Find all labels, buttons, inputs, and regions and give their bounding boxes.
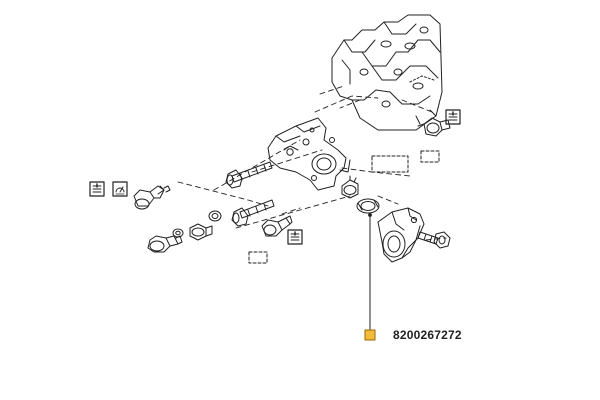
coolant-housing-flange <box>267 117 351 191</box>
part-highlight-marker[interactable] <box>364 329 376 341</box>
engine-block <box>331 14 443 131</box>
bolt-lower <box>231 199 275 227</box>
sealing-washer-medium <box>208 210 222 222</box>
thermostat-cap <box>341 175 359 199</box>
gauge-sensor-icon <box>112 181 128 197</box>
bolt-upper <box>225 161 273 189</box>
callout-box-right <box>371 155 409 173</box>
leader-line <box>368 213 372 331</box>
part-number-label: 8200267272 <box>393 328 462 342</box>
coolant-sensor-upper <box>417 117 451 137</box>
sealing-washer-small <box>172 228 184 238</box>
water-outlet-housing <box>377 207 425 263</box>
drain-plug-large <box>147 235 183 253</box>
coolant-temperature-sensor <box>261 215 293 237</box>
coolant-sensor-icon <box>89 181 105 197</box>
bolt-right <box>417 231 451 249</box>
temperature-sensor-icon <box>445 109 461 125</box>
temperature-sensor-icon <box>287 229 303 245</box>
drain-plug-small <box>189 223 213 241</box>
thermostat-seal-ring <box>356 198 380 214</box>
temperature-switch-sensor <box>133 185 171 210</box>
callout-box-sensor-center <box>248 251 268 264</box>
callout-box-sensor-upper <box>420 150 440 163</box>
